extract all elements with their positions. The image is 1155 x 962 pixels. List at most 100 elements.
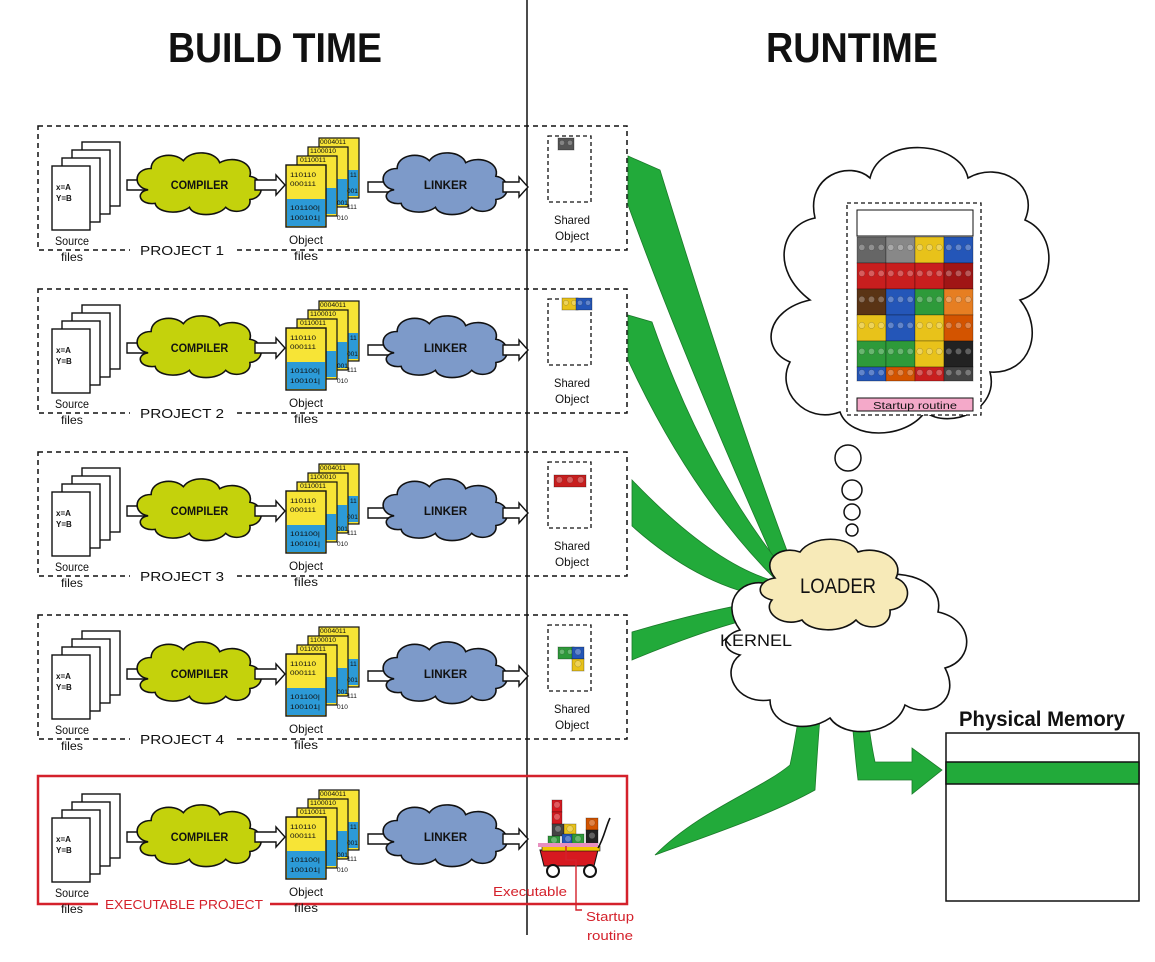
linker-cloud: LINKER [382, 315, 509, 379]
lego-stud [955, 369, 962, 376]
lego-stud [955, 296, 962, 303]
object-bits: 110110 [290, 335, 316, 342]
object-bits: 111 [347, 204, 357, 211]
lego-block-icon [885, 288, 916, 316]
linker-cloud-label: LINKER [424, 667, 468, 681]
object-bits: 110110 [290, 172, 316, 179]
lego-stud [945, 369, 953, 376]
thought-trail-bubble [843, 503, 861, 521]
lego-brick [914, 288, 945, 316]
source-file-stack-icon: x=AY=B [51, 141, 121, 231]
executable-label: Executable [493, 884, 567, 899]
startup-routine-label: routine [587, 928, 633, 943]
lego-stud [926, 322, 933, 329]
source-file-page [51, 491, 91, 557]
lego-stud [588, 832, 596, 840]
lego-stud [935, 296, 943, 303]
lego-stud [945, 322, 953, 329]
lego-stud [916, 322, 924, 329]
lego-brick [856, 340, 887, 368]
lego-wagon-icon [538, 799, 611, 878]
lego-block-icon [914, 314, 945, 342]
source-file-stack-icon: x=AY=B [51, 467, 121, 557]
lego-stud [877, 270, 885, 277]
shared-object-label: Object [555, 718, 590, 732]
object-bits: 001 [347, 188, 358, 195]
project-label-bg [130, 729, 234, 747]
object-bits: 000111 [290, 507, 316, 514]
object-file-front-band [287, 688, 325, 715]
object-bits: 101100| [290, 368, 320, 375]
arrow-linker-output [502, 827, 529, 851]
lego-block-icon [571, 646, 585, 660]
lego-stud [926, 296, 933, 303]
object-bits: 1100010 [310, 637, 336, 644]
source-files-label: files [61, 902, 83, 916]
object-file-stack-icon: 0004011110001001100111100111100101011011… [285, 300, 360, 391]
lego-brick [575, 297, 593, 311]
object-bits: 100101| [290, 704, 320, 711]
lego-stud [964, 296, 972, 303]
arrow-compiler-to-objects [254, 499, 286, 523]
arrow-compiler-to-objects [254, 173, 286, 197]
lego-stud [554, 825, 562, 833]
loader-cloud-shape [759, 538, 909, 631]
compiler-cloud: COMPILER [136, 315, 263, 379]
thought-bubble-icon: Startup routine [770, 146, 1050, 537]
lego-stud [964, 270, 972, 277]
lego-stud [585, 299, 591, 306]
object-bits: 001 [337, 689, 348, 696]
lego-stud [887, 270, 895, 277]
lego-block-icon [575, 297, 593, 311]
object-file-front-band [287, 199, 325, 226]
lego-stud [559, 139, 565, 146]
lego-brick [943, 262, 974, 290]
object-bits: 111 [347, 367, 357, 374]
object-bits: 0004011 [320, 302, 346, 309]
arrow-compiler-to-objects [254, 662, 286, 686]
lego-block-icon [885, 366, 916, 382]
arrow-compiler-to-objects [254, 825, 286, 849]
lego-stud [916, 369, 924, 376]
lego-stud [906, 322, 914, 329]
source-code-line: x=A [56, 509, 71, 518]
lego-stud [868, 296, 875, 303]
lego-stud [955, 322, 962, 329]
source-file-page [51, 817, 91, 883]
lego-stud [877, 296, 885, 303]
project-boundary [37, 125, 628, 251]
startup-routine-bar-label: Startup routine [873, 401, 958, 412]
physical-memory-label: Physical Memory [959, 708, 1125, 731]
lego-stud [550, 836, 558, 844]
object-bits: 11 [350, 335, 357, 342]
lego-stud [574, 660, 582, 668]
object-bits: 001 [347, 351, 358, 358]
lego-stud [916, 348, 924, 355]
object-bits: 110110 [290, 498, 316, 505]
lego-block-icon [943, 340, 974, 368]
lego-stud [964, 369, 972, 376]
lego-brick [943, 314, 974, 342]
shared-object-label: Shared [554, 376, 590, 390]
object-bits: 11 [350, 498, 357, 505]
lego-stud [887, 244, 895, 251]
lego-stud [868, 348, 875, 355]
lego-stud [577, 299, 583, 306]
lego-stud [906, 296, 914, 303]
project-4: PROJECT 4x=AY=BSourcefilesCOMPILER000401… [37, 614, 628, 753]
loaded-image-header [856, 209, 974, 237]
linker-cloud: LINKER [382, 478, 509, 542]
object-file-front-band [287, 362, 325, 389]
object-bits: 100101| [290, 867, 320, 874]
lego-block-icon [885, 340, 916, 368]
lego-brick [885, 288, 916, 316]
shared-object-label: Shared [554, 213, 590, 227]
object-bits: 0110011 [300, 320, 326, 327]
lego-stud [897, 322, 904, 329]
lego-stud [964, 244, 972, 251]
project-boundary [37, 614, 628, 740]
lego-brick [914, 262, 945, 290]
project-1: PROJECT 1x=AY=BSourcefilesCOMPILER000401… [37, 125, 628, 264]
wagon-wheel [583, 864, 597, 878]
